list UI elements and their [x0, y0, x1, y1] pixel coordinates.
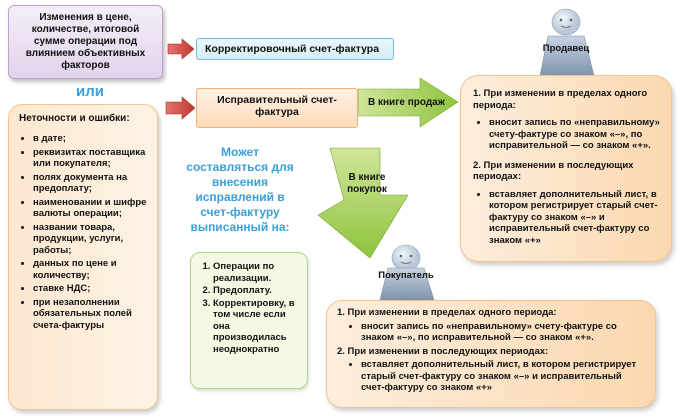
seller-case-1-list: вносит запись по «неправильному» счету-ф… [473, 117, 663, 152]
error-item: в дате; [33, 133, 151, 145]
arrow-to-correction [165, 96, 196, 120]
seller-case-2-action: вставляет дополнительный лист, в котором… [489, 189, 663, 247]
issued-for-item: Предоплату. [213, 285, 301, 297]
buyer-case-1: 1. При изменении в пределах одного перио… [337, 307, 557, 318]
errors-box: Неточности и ошибки: в дате; реквизитах … [8, 104, 158, 410]
errors-list: в дате; реквизитах поставщика или покупа… [19, 133, 151, 331]
or-label: или [76, 83, 104, 100]
correction-invoice-box: Исправительный счет-фактура [196, 88, 358, 128]
error-item: при незаполнении обязательных полей счет… [33, 297, 151, 332]
error-item: наименовании и шифре валюты операции; [33, 197, 151, 220]
error-item: данных по цене и количеству; [33, 258, 151, 281]
errors-title: Неточности и ошибки: [19, 113, 130, 124]
seller-case-1: 1. При изменении в пределах одного перио… [473, 88, 648, 111]
buyer-case-2-action: вставляет дополнительный лист, в котором… [361, 359, 647, 394]
buyer-box: 1. При изменении в пределах одного перио… [326, 300, 656, 408]
buyer-label: Покупатель [378, 270, 434, 281]
issued-for-item: Корректировку, в том числе если она прои… [213, 298, 301, 356]
arrow-purchase-book-shape [317, 147, 409, 259]
error-item: полях документа на предоплату; [33, 172, 151, 195]
seller-box: 1. При изменении в пределах одного перио… [460, 75, 672, 262]
may-be-issued-text: Может составляться для внесения исправле… [186, 145, 294, 234]
arrow-sales-book [357, 77, 459, 128]
seller-case-2-list: вставляет дополнительный лист, в котором… [473, 189, 663, 247]
seller-case-2: 2. При изменении в последующих периодах: [473, 159, 634, 183]
sales-book-label: В книге продаж [368, 97, 445, 108]
error-item: ставке НДС; [33, 283, 151, 295]
arrow-to-corrective [167, 38, 195, 60]
issued-for-list: Операции по реализации. Предоплату. Корр… [195, 261, 301, 355]
buyer-case-1-action: вносит запись по «неправильному» счету-ф… [361, 321, 647, 344]
seller-label: Продавец [542, 43, 590, 54]
purchase-book-label: В книге покупок [347, 172, 387, 195]
buyer-case-1-list: вносит запись по «неправильному» счету-ф… [337, 321, 647, 344]
objective-factors-box: Изменения в цене, количестве, итоговой с… [8, 5, 163, 79]
error-item: реквизитах поставщика или покупателя; [33, 147, 151, 170]
buyer-case-2: 2. При изменении в последующих периодах: [337, 345, 549, 357]
error-item: названии товара, продукции, услуги, рабо… [33, 222, 151, 257]
seller-case-1-action: вносит запись по «неправильному» счету-ф… [489, 117, 663, 152]
issued-for-item: Операции по реализации. [213, 261, 301, 284]
issued-for-box: Операции по реализации. Предоплату. Корр… [190, 252, 308, 389]
corrective-invoice-box: Корректировочный счет-фактура [196, 38, 394, 60]
seller-person-icon [539, 8, 595, 77]
buyer-case-2-list: вставляет дополнительный лист, в котором… [337, 359, 647, 394]
